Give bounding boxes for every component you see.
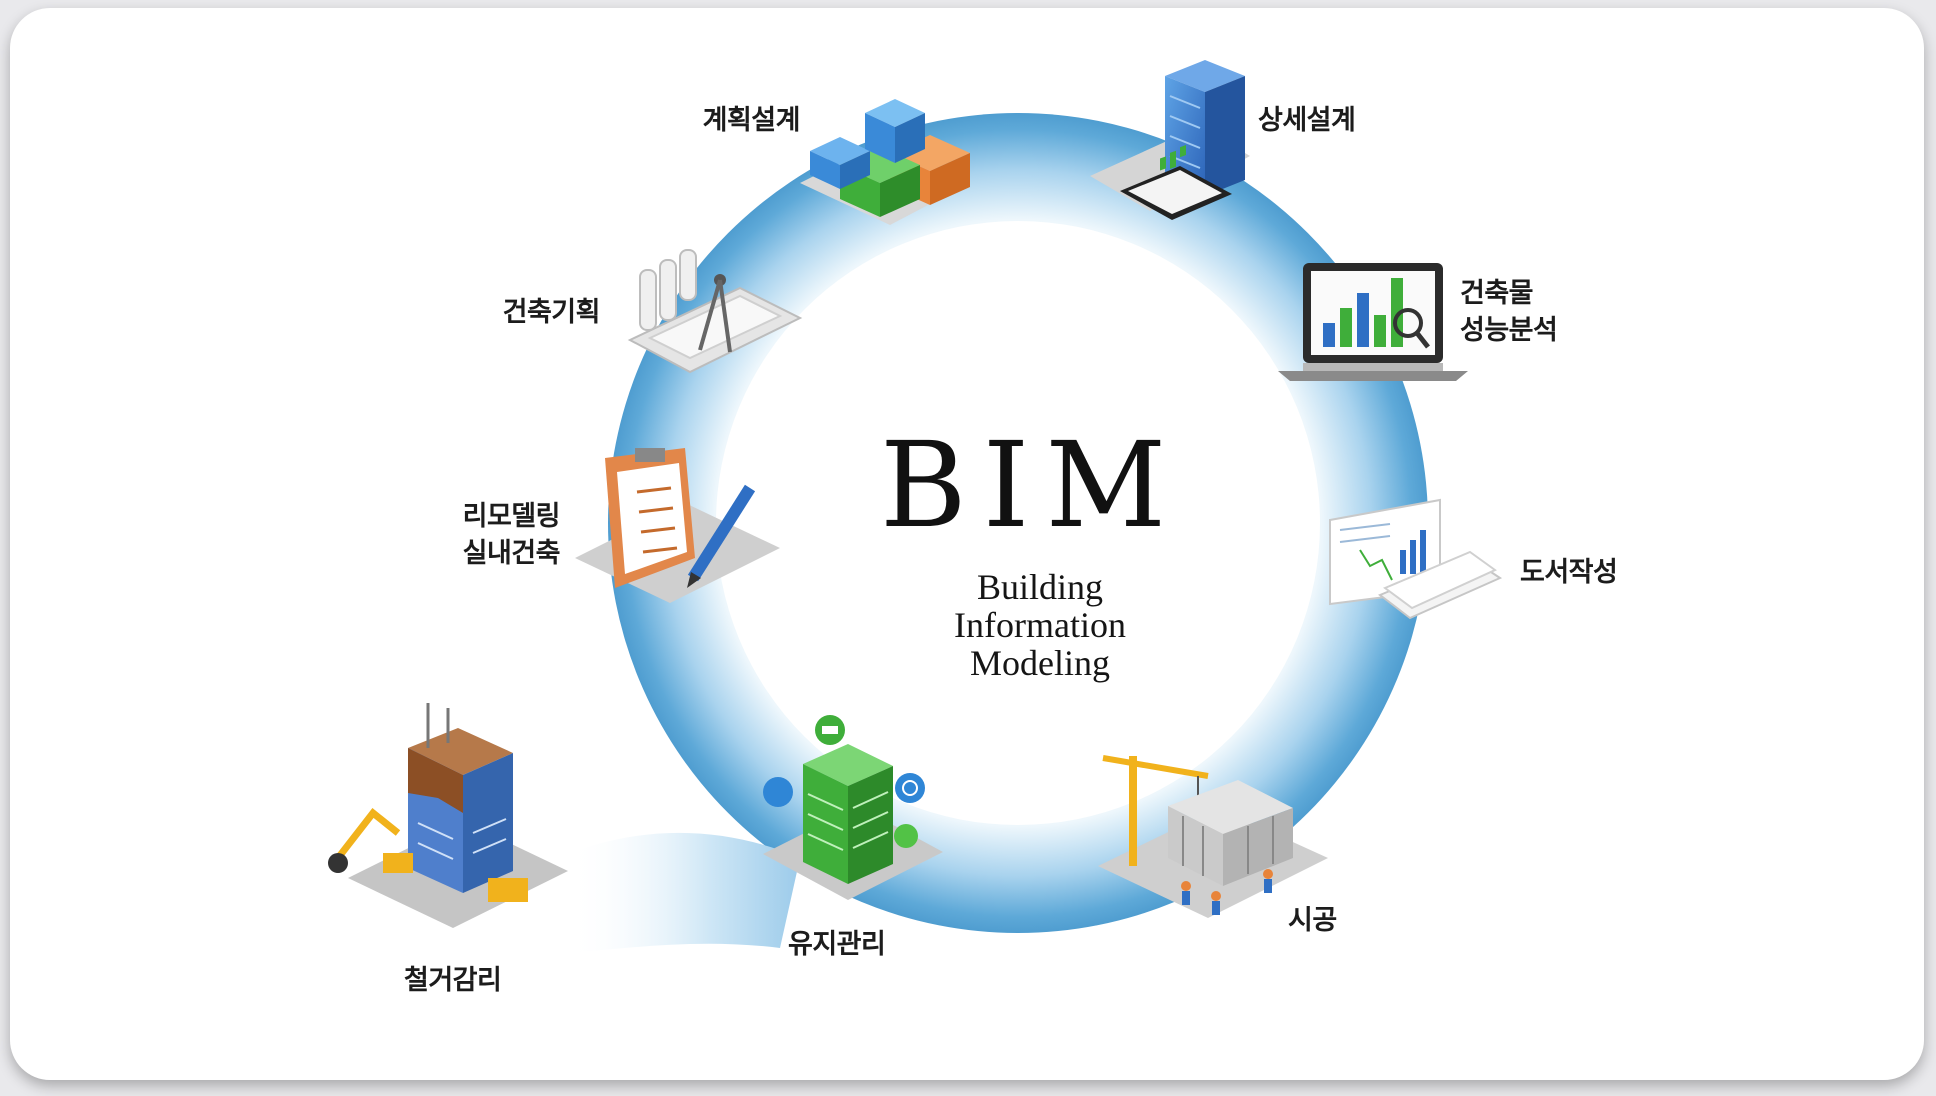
bim-subtitle: Building Information Modeling xyxy=(890,568,1190,682)
clipboard-pencil-icon xyxy=(575,448,780,603)
stage-label-detailed-design: 상세설계 xyxy=(1258,102,1418,139)
stage-label-architectural-planning: 건축기획 xyxy=(450,294,601,331)
ring-center xyxy=(716,221,1320,825)
stage-text: 시공 xyxy=(1288,905,1337,936)
stage-text: 건축기획 xyxy=(502,297,601,328)
laptop-chart-icon xyxy=(1278,263,1468,381)
stage-text: 상세설계 xyxy=(1258,105,1356,136)
stage-text: 철거감리 xyxy=(404,965,502,996)
blueprint-compass-icon xyxy=(627,249,803,374)
stage-label-maintenance: 유지관리 xyxy=(788,926,948,963)
subtitle-line-building: Building xyxy=(976,567,1104,607)
stage-text: 유지관리 xyxy=(788,929,886,960)
stage-label-planning-design: 계획설계 xyxy=(650,102,801,139)
demolition-icon xyxy=(328,703,568,928)
subtitle-line-information: Information xyxy=(954,605,1126,645)
stage-text: 도서작성 xyxy=(1520,557,1618,588)
green-building-icon xyxy=(763,715,943,900)
colored-blocks-icon xyxy=(800,99,970,225)
bim-diagram-card: BIM Building Information Modeling 계획설계 상… xyxy=(10,8,1924,1080)
stage-label-performance-analysis: 건축물 성능분석 xyxy=(1460,275,1620,349)
drawing-sheets-icon xyxy=(1329,498,1503,620)
stage-label-demolition-supervision: 철거감리 xyxy=(404,962,564,999)
lifecycle-ring xyxy=(570,113,1428,953)
stage-text-line2: 실내건축 xyxy=(462,538,561,569)
stage-text: 계획설계 xyxy=(702,105,801,136)
stage-text-line1: 건축물 xyxy=(1460,278,1534,309)
subtitle-line-modeling: Modeling xyxy=(970,643,1110,683)
bim-title: BIM xyxy=(880,416,1183,554)
construction-site-icon xyxy=(1098,755,1328,918)
stage-label-drawing-production: 도서작성 xyxy=(1520,554,1680,591)
bim-cycle-diagram xyxy=(328,60,1503,953)
stage-text-line1: 리모델링 xyxy=(462,501,561,532)
ring-tail xyxy=(570,832,800,953)
stage-text-line2: 성능분석 xyxy=(1460,315,1558,346)
stage-label-construction: 시공 xyxy=(1288,902,1408,939)
stage-label-remodeling: 리모델링 실내건축 xyxy=(410,498,561,572)
building-tablet-icon xyxy=(1090,60,1250,220)
